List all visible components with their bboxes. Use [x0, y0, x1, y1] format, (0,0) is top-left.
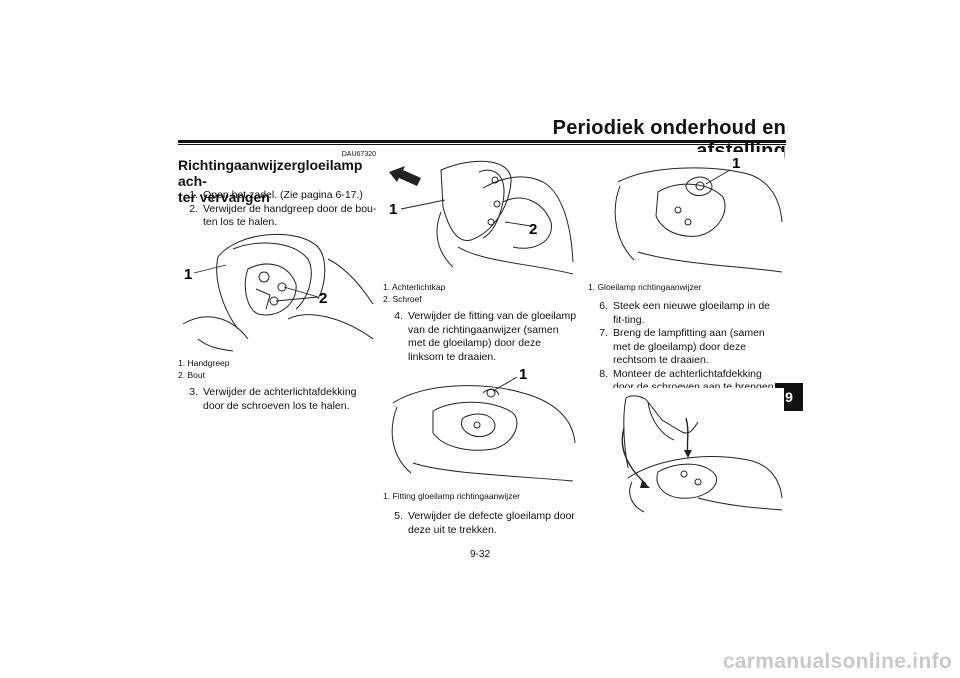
step-3: 3.Verwijder de achterlichtafdekking door…	[189, 386, 357, 412]
header-rule-thin	[178, 144, 786, 145]
step-7: 7.Breng de lampfitting aan (samen met de…	[599, 327, 765, 366]
step-4: 4.Verwijder de fitting van de gloeilamp …	[394, 310, 577, 363]
steps-list-col1b: 3.Verwijder de achterlichtafdekking door…	[178, 386, 378, 413]
step-5: 5.Verwijder de defecte gloeilamp door de…	[394, 510, 575, 536]
caption-1: 1. Handgreep	[178, 358, 230, 368]
steps-list-col2b: 5.Verwijder de defecte gloeilamp door de…	[383, 510, 578, 537]
section-title-line1: Richtingaanwijzergloeilamp ach-	[178, 157, 363, 189]
captions-col2a: 1. Achterlichtkap 2. Schroef	[383, 282, 578, 305]
section-title-line2: ter vervangen	[178, 189, 270, 205]
captions-col2b: 1. Fitting gloeilamp richtingaanwijzer	[383, 491, 578, 503]
steps-list-col2a: 4.Verwijder de fitting van de gloeilamp …	[383, 310, 578, 364]
step-2: 2.Verwijder de handgreep door de bou-ten…	[189, 202, 377, 229]
watermark: carmanualsonline.info	[722, 650, 952, 673]
figure-rear-light-cover: 1 2	[383, 152, 578, 280]
caption-1: 1. Fitting gloeilamp richtingaanwijzer	[383, 491, 521, 501]
callout-2: 2	[529, 221, 537, 238]
page-number: 9-32	[469, 549, 490, 560]
captions-col1: 1. Handgreep 2. Bout	[178, 358, 378, 381]
caption-1: 1. Gloeilamp richtingaanwijzer	[588, 282, 702, 292]
section-title: Richtingaanwijzergloeilamp ach- ter verv…	[178, 157, 378, 205]
caption-1: 1. Achterlichtkap	[383, 282, 446, 292]
caption-2: 2. Schroef	[383, 293, 422, 304]
callout-1: 1	[519, 366, 527, 383]
steps-list-col3: 6.Steek een nieuwe gloeilamp in de fit-t…	[588, 300, 784, 395]
captions-col3: 1. Gloeilamp richtingaanwijzer	[588, 282, 784, 294]
header-rule-thick	[178, 140, 786, 143]
figure-turn-signal-bulb: 1	[588, 152, 784, 280]
figure-rear-grip: 1 2	[178, 229, 378, 355]
callout-1: 1	[732, 155, 740, 172]
figure-install-cover	[588, 388, 784, 516]
step-6: 6.Steek een nieuwe gloeilamp in de fit-t…	[599, 300, 771, 326]
steps-list-col1: 1.Open het zadel. (Zie pagina 6-17.) 2.V…	[178, 189, 378, 230]
caption-2: 2. Bout	[178, 369, 205, 380]
figure-bulb-socket: 1	[383, 363, 578, 489]
step-1: 1.Open het zadel. (Zie pagina 6-17.)	[189, 189, 363, 201]
callout-1: 1	[184, 266, 192, 283]
callout-1: 1	[389, 201, 397, 218]
section-code: DAU67320	[341, 151, 376, 158]
callout-2: 2	[319, 290, 327, 307]
